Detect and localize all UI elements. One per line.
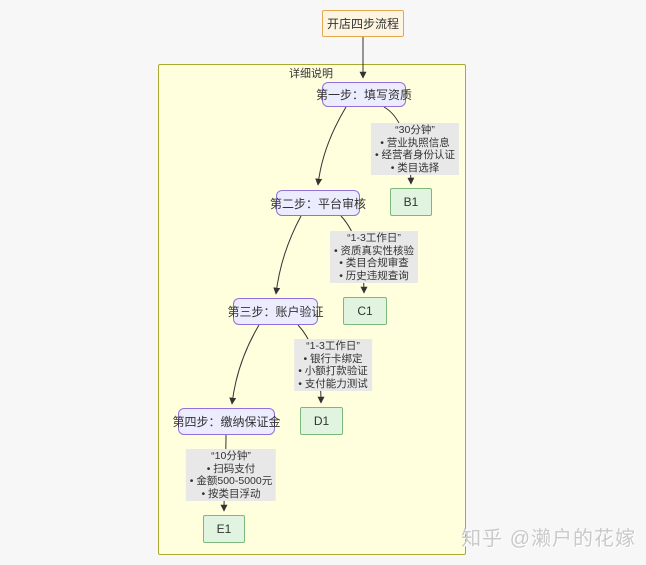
edge-label-item: • 类目选择 <box>390 161 440 174</box>
edge-label-item: • 小额打款验证 <box>298 365 368 377</box>
edge-label-step3: “1-3工作日” • 银行卡绑定 • 小额打款验证 • 支付能力测试 <box>294 339 372 391</box>
edge-label-item: • 类目合规审查 <box>339 257 409 269</box>
flow-node-step-4: 第四步：缴纳保证金 <box>173 408 281 435</box>
edge-label-item: • 按类目浮动 <box>201 487 261 500</box>
flow-node-step-1: 第一步：填写资质 <box>316 82 412 107</box>
edge-label-item: • 经营者身份认证 <box>374 149 456 161</box>
flow-node-step-2: 第二步：平台审核 <box>270 190 366 216</box>
edge-label-step2: “1-3工作日” • 资质真实性核验 • 类目合规审查 • 历史违规查询 <box>329 231 419 283</box>
flow-node-title: 开店四步流程 <box>322 10 404 37</box>
edge-label-duration: “10分钟” <box>211 450 251 462</box>
edge-label-step1: “30分钟” • 营业执照信息 • 经营者身份认证 • 类目选择 <box>370 123 460 175</box>
edge-step1-to-step2 <box>315 106 347 186</box>
flow-node-result-b1: B1 <box>390 188 432 216</box>
flow-node-result-d1: D1 <box>300 407 343 435</box>
flow-node-step-3: 第三步：账户验证 <box>228 298 324 325</box>
edge-label-item: • 扫码支付 <box>206 462 256 475</box>
edge-label-item: • 支付能力测试 <box>298 377 368 390</box>
edge-label-item: • 营业执照信息 <box>380 136 450 149</box>
edge-label-item: • 资质真实性核验 <box>333 244 415 257</box>
edge-label-item: • 金额500-5000元 <box>189 475 273 487</box>
edge-step2-to-step3 <box>273 215 302 295</box>
edge-label-step4: “10分钟” • 扫码支付 • 金额500-5000元 • 按类目浮动 <box>185 449 277 501</box>
flow-node-result-c1: C1 <box>343 297 387 325</box>
edge-label-item: • 银行卡绑定 <box>303 352 363 365</box>
edge-label-item: • 历史违规查询 <box>339 269 409 282</box>
zhihu-watermark: 知乎 @濑户的花嫁 <box>461 528 636 550</box>
edge-label-duration: “1-3工作日” <box>347 232 401 244</box>
flow-node-result-e1: E1 <box>203 515 245 543</box>
subgraph-label: 详细说明 <box>289 68 333 80</box>
edge-step3-to-step4 <box>229 324 260 405</box>
edge-label-duration: “1-3工作日” <box>306 340 360 352</box>
edge-label-duration: “30分钟” <box>395 124 435 136</box>
